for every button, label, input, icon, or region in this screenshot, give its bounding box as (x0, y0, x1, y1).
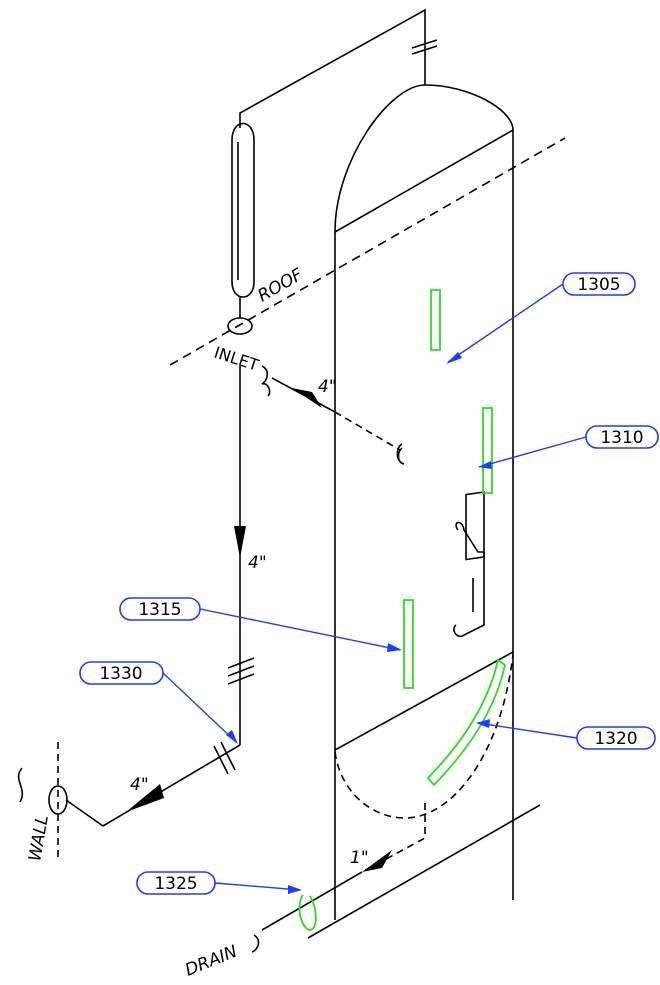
riser-size-label: 4" (248, 553, 267, 573)
roof-line (169, 137, 566, 366)
callout-1325-text: 1325 (154, 874, 197, 894)
highlight-1305 (430, 289, 441, 351)
callout-1315: 1315 (119, 597, 402, 652)
callout-1310-text: 1310 (600, 428, 643, 448)
highlight-1325 (298, 894, 317, 931)
riser-piping: 4" (227, 366, 267, 745)
callout-1310: 1310 (478, 425, 659, 469)
drain-label: DRAIN (182, 942, 240, 981)
drain-size-label: 1" (350, 848, 369, 868)
callout-1305: 1305 (446, 272, 636, 364)
callout-1325: 1325 (136, 871, 302, 895)
vessel-bottom-seam (334, 651, 514, 751)
vent-piping (227, 8, 438, 335)
highlight-1320 (426, 658, 507, 787)
vessel-top-seam (334, 129, 514, 233)
callout-1315-text: 1315 (138, 600, 181, 620)
vessel-dome-right (334, 84, 514, 900)
arrester-body (231, 122, 255, 298)
inlet-terminal (396, 443, 405, 465)
wall-flow-arrow (126, 784, 164, 812)
inlet-break (261, 365, 271, 397)
wall-size-label: 4" (130, 775, 149, 795)
callout-1320-text: 1320 (594, 729, 637, 749)
wall-piping: 4" WALL (17, 741, 241, 863)
drain-flow-arrow (362, 850, 392, 872)
drain-break (251, 934, 260, 953)
vessel (307, 84, 541, 939)
callout-1330: 1330 (79, 661, 238, 744)
highlight-1310 (482, 407, 493, 494)
inlet-size-label: 4" (318, 377, 337, 397)
highlight-1315 (403, 599, 414, 689)
roof-label: ROOF (255, 265, 307, 307)
wall-penetration (48, 785, 68, 815)
callout-1305-text: 1305 (577, 275, 620, 295)
inlet-flow-arrow (292, 388, 322, 408)
wall-label: WALL (25, 814, 53, 863)
callout-1320: 1320 (476, 719, 656, 750)
level-gauge (453, 491, 485, 638)
inlet-label: INLET (212, 343, 261, 375)
callout-1330-text: 1330 (99, 664, 142, 684)
wall-break (17, 767, 24, 803)
floor-line (307, 804, 541, 939)
riser-flow-arrow (234, 526, 246, 558)
roof-penetration (227, 317, 253, 335)
vessel-bottom-head-hidden (334, 654, 514, 819)
